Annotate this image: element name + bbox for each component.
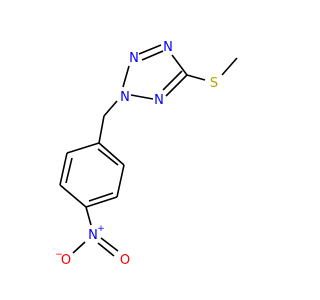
atom-labels: N N N N S N + O − O — [55, 40, 218, 268]
bond-n-ch2 — [103, 100, 118, 117]
bond-n-ring-2b — [141, 50, 164, 61]
bonds — [59, 44, 238, 257]
bond-benz-inner-2 — [88, 192, 114, 202]
bond-nitro-o-top — [72, 241, 86, 254]
bond-benz-4 — [85, 196, 118, 208]
bond-nitro-o-bottom-b — [97, 242, 115, 257]
bond-nitro-o-bottom-a — [100, 237, 119, 252]
atom-o-bottom: O — [120, 253, 130, 268]
bond-n-ring-2a — [138, 44, 162, 55]
atom-n-nitro: N — [88, 228, 98, 243]
bond-benz-1 — [66, 142, 100, 154]
bond-n-ring-1 — [122, 65, 130, 88]
charge-o-top: − — [55, 250, 63, 260]
bond-benz-inner-3 — [97, 148, 119, 166]
bond-ring-nitro — [85, 206, 92, 226]
bond-benz-5 — [116, 164, 125, 198]
atom-n1: N — [120, 90, 130, 105]
bond-c-s — [186, 74, 206, 81]
bond-c-n-ring-b — [162, 70, 183, 91]
bond-benz-inner-1 — [65, 157, 73, 184]
atom-o-top: O — [61, 253, 71, 268]
atom-s: S — [210, 76, 218, 91]
bond-benz-3 — [59, 184, 87, 208]
charge-n-nitro: + — [97, 224, 105, 234]
bond-benz-6 — [98, 142, 125, 166]
bond-c-n-ring-a — [165, 74, 188, 97]
molecule-canvas: N N N N S N + O − O — [55, 40, 238, 268]
bond-s-ch3 — [221, 57, 238, 76]
atom-n2: N — [129, 51, 139, 66]
bond-n-n-ring-bottom — [130, 94, 154, 100]
molecule-structure: N N N N S N + O − O — [55, 40, 238, 268]
atom-n4: N — [154, 93, 164, 108]
bond-benz-2 — [59, 152, 68, 186]
atom-n3: N — [163, 40, 173, 55]
bond-ch2-ring — [98, 115, 105, 144]
bond-n-c-ring — [171, 54, 188, 76]
